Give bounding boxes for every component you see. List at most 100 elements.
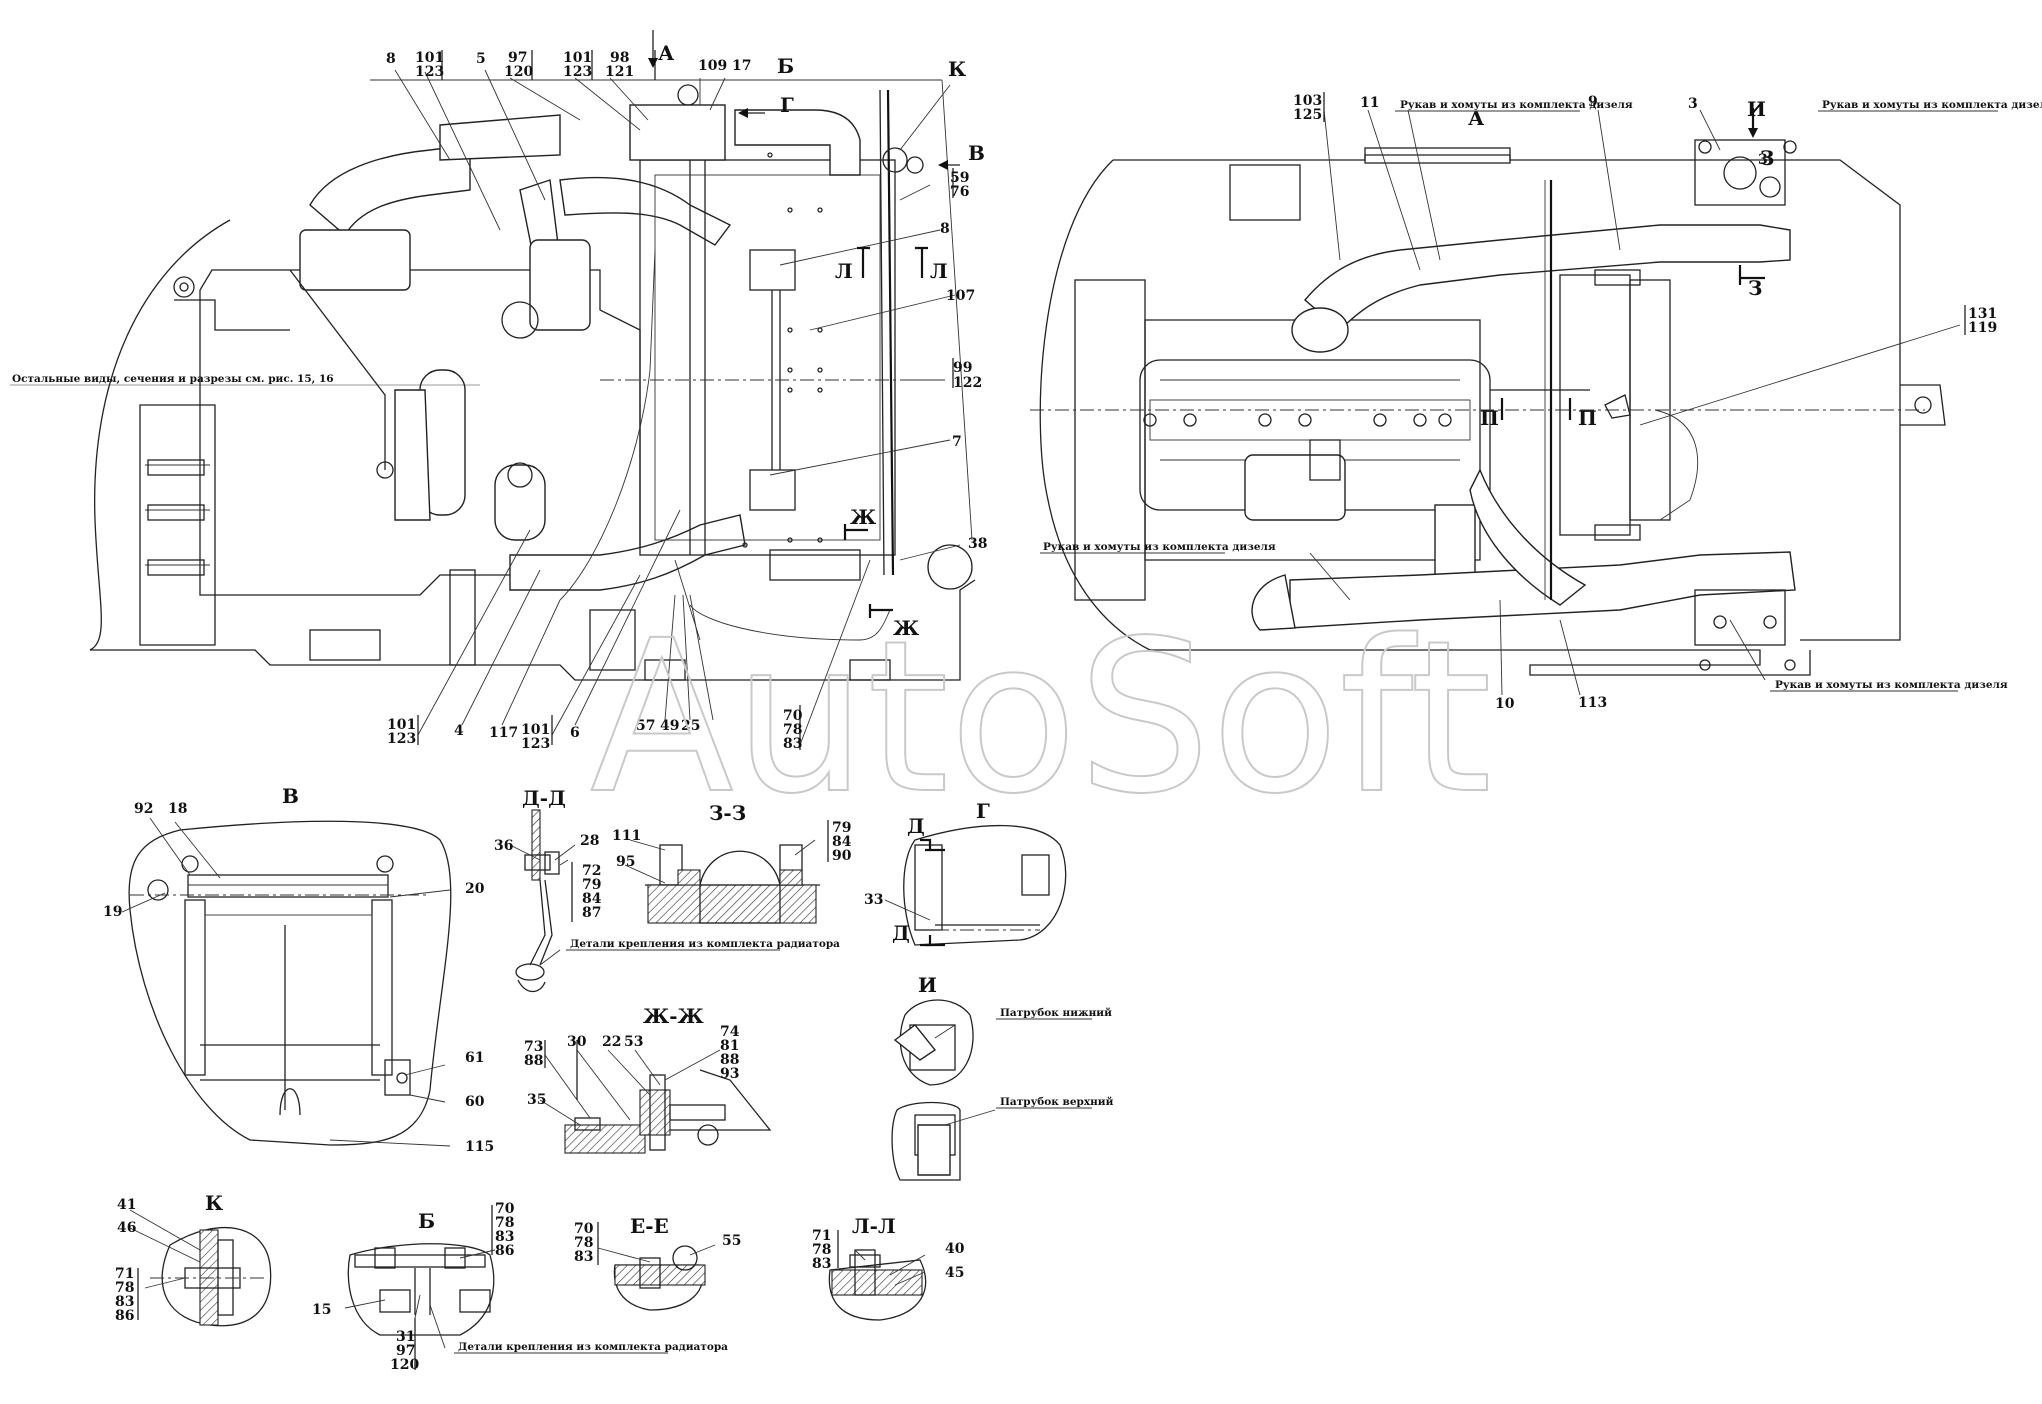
label: 40 [945, 1241, 965, 1257]
label: 84 [832, 834, 852, 850]
fasteners-note: Детали крепления из комплекта радиатора [458, 1341, 728, 1353]
label: 131 [1968, 306, 1997, 322]
label: 74 [720, 1024, 740, 1040]
fasteners-note: Детали крепления из комплекта радиатора [570, 938, 840, 950]
label: 59 [950, 170, 969, 186]
label: 81 [720, 1038, 739, 1054]
part-number-labels: 8 101 123 5 97 120 101 123 98 121 109 17… [103, 50, 1997, 1373]
view-label: Д-Д [522, 786, 566, 810]
label: 8 [386, 51, 396, 67]
label: 41 [117, 1197, 136, 1213]
label: 78 [783, 722, 802, 738]
view-v-radiator-front [128, 820, 452, 1146]
label: 4 [454, 723, 464, 739]
label: 123 [387, 731, 416, 747]
label: 119 [1968, 320, 1997, 336]
label: 49 [660, 718, 679, 734]
annotation-notes: Остальные виды, сечения и разрезы см. ри… [12, 99, 2042, 1354]
section-z-z [645, 844, 820, 924]
label: 83 [783, 736, 802, 752]
label: 95 [616, 854, 635, 870]
label: 70 [574, 1221, 594, 1237]
label: 107 [946, 288, 975, 304]
view-label: П [1480, 406, 1499, 430]
label: 92 [134, 801, 153, 817]
view-label: К [948, 57, 966, 81]
label: 53 [624, 1034, 643, 1050]
section-e-e [613, 1245, 706, 1311]
label: 78 [812, 1242, 831, 1258]
label: 73 [524, 1039, 543, 1055]
label: 45 [945, 1265, 964, 1281]
view-label: Ж [893, 616, 920, 640]
label: 83 [574, 1249, 593, 1265]
pipe-lower-note: Патрубок нижний [1000, 1007, 1112, 1019]
label: 8 [940, 221, 950, 237]
label: 20 [465, 881, 485, 897]
watermark: AutoSoft [590, 595, 1492, 840]
section-d-d [515, 809, 560, 993]
label: 103 [1293, 93, 1322, 109]
label: 125 [1293, 107, 1322, 123]
label: 70 [783, 708, 803, 724]
label: 70 [495, 1201, 515, 1217]
section-zh-zh [564, 1069, 772, 1154]
view-label: Г [976, 799, 990, 823]
other-views-note: Остальные виды, сечения и разрезы см. ри… [12, 373, 334, 385]
hoses-note: Рукав и хомуты из комплекта дизеля [1400, 99, 1633, 111]
label: 3 [1758, 152, 1768, 168]
label: 93 [720, 1066, 739, 1082]
label: 61 [465, 1050, 484, 1066]
label: 99 [953, 360, 972, 376]
view-label: З [1760, 146, 1774, 170]
view-label: Е-Е [630, 1214, 669, 1238]
label: 123 [415, 64, 444, 80]
label: 22 [602, 1034, 621, 1050]
label: 83 [812, 1256, 831, 1272]
label: 19 [103, 904, 122, 920]
main-side-view [89, 79, 976, 681]
label: 78 [495, 1215, 514, 1231]
label: 90 [832, 848, 852, 864]
label: 76 [950, 184, 969, 200]
view-label: Б [418, 1209, 435, 1233]
label: 72 [582, 863, 601, 879]
label: 123 [563, 64, 592, 80]
view-label: Г [780, 93, 794, 117]
view-k [150, 1226, 272, 1327]
label: 5 [476, 51, 486, 67]
label: 115 [465, 1139, 494, 1155]
label: 3 [1688, 96, 1698, 112]
view-label: З [1748, 276, 1762, 300]
label: 30 [567, 1034, 587, 1050]
label: 15 [312, 1302, 331, 1318]
view-label: Л [930, 259, 948, 283]
view-label: Л-Л [852, 1214, 896, 1238]
view-label: В [282, 784, 299, 808]
label: 7 [952, 434, 962, 450]
radiator-bolt-grid [742, 152, 823, 548]
label: 36 [494, 838, 513, 854]
label: 88 [524, 1053, 543, 1069]
view-label: Л [835, 259, 853, 283]
label: 79 [582, 877, 601, 893]
label: 121 [605, 64, 634, 80]
hoses-note: Рукав и хомуты из комплекта дизеля [1775, 679, 2008, 691]
label: 109 [698, 58, 727, 74]
label: 86 [495, 1243, 514, 1259]
label: 87 [582, 905, 601, 921]
view-label: А [658, 41, 675, 65]
label: 17 [732, 58, 751, 74]
label: 60 [465, 1094, 485, 1110]
label: 83 [115, 1294, 134, 1310]
label: 28 [580, 833, 599, 849]
label: 98 [610, 50, 629, 66]
label: 101 [387, 717, 416, 733]
label: 78 [115, 1280, 134, 1296]
view-label: Ж [850, 505, 877, 529]
label: 122 [953, 375, 982, 391]
section-arrows [648, 30, 1765, 947]
pipe-upper-note: Патрубок верхний [1000, 1096, 1114, 1108]
section-l-l [828, 1249, 927, 1321]
label: 97 [508, 50, 527, 66]
